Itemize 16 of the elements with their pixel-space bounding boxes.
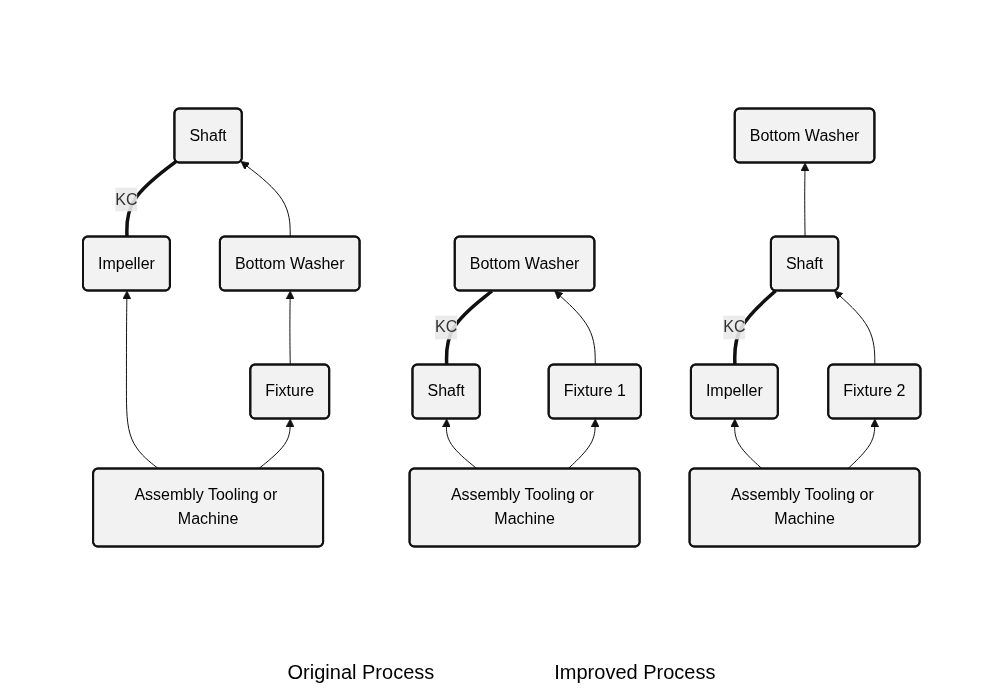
arrow	[554, 290, 596, 366]
edge-label: KC	[434, 318, 458, 336]
connector	[732, 289, 777, 366]
process-caption: Improved Process	[554, 661, 716, 684]
arrow	[285, 290, 295, 366]
connector	[124, 160, 178, 238]
edge-label: KC	[115, 190, 138, 208]
edge-label: KC	[722, 318, 746, 336]
connector	[444, 289, 493, 366]
arrow	[441, 418, 478, 470]
arrow	[240, 161, 291, 238]
arrow	[833, 290, 876, 366]
process-caption: Original Process	[287, 661, 435, 684]
arrow	[730, 418, 763, 470]
arrow	[800, 162, 810, 238]
arrow	[567, 418, 600, 470]
